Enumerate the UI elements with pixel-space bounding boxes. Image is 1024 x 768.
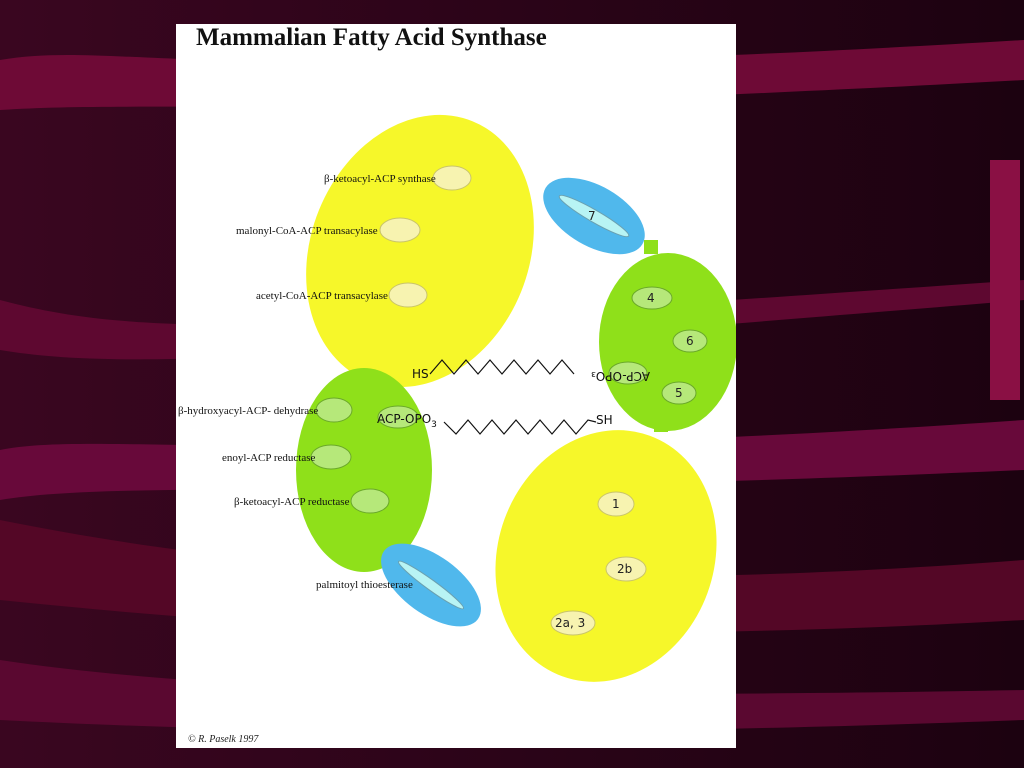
acp-number: 7 <box>588 209 596 223</box>
site-ellipse <box>605 556 647 582</box>
site-label-thioesterase: palmitoyl thioesterase <box>316 579 413 591</box>
subscript: 3 <box>431 420 437 430</box>
site-number: 2a, 3 <box>555 616 585 630</box>
right-green-domain <box>599 253 736 431</box>
site-number: 4 <box>647 291 655 305</box>
site-ellipse <box>379 217 421 243</box>
site-ellipse <box>315 397 353 423</box>
site-number: 6 <box>686 334 694 348</box>
site-ellipse <box>310 444 352 470</box>
slide-page: β-ketoacyl-ACP synthase malonyl-CoA-ACP … <box>176 24 736 748</box>
fatty-acid-synthase-diagram: β-ketoacyl-ACP synthase malonyl-CoA-ACP … <box>178 114 736 682</box>
chain-upper <box>429 359 575 375</box>
acp-core <box>558 194 630 238</box>
right-yellow-domain <box>495 430 717 682</box>
chain-upper-start: HS <box>412 367 429 381</box>
dehydrase-reductase-domain <box>296 368 432 572</box>
site-label-ketoacyl-reductase: β-ketoacyl-ACP reductase <box>234 496 350 508</box>
site-number: 1 <box>612 497 620 511</box>
site-ellipse <box>661 381 697 405</box>
site-label-malonyl-transacylase: malonyl-CoA-ACP transacylase <box>236 225 378 237</box>
chain-lower-start: ACP-OPO3 <box>377 412 437 430</box>
site-label-ketoacyl-synthase: β-ketoacyl-ACP synthase <box>324 173 436 185</box>
site-label-acetyl-transacylase: acetyl-CoA-ACP transacylase <box>256 290 388 302</box>
site-ellipse <box>631 286 673 310</box>
site-label-enoyl-reductase: enoyl-ACP reductase <box>222 452 315 464</box>
site-number: 5 <box>675 386 683 400</box>
site-number: 2b <box>617 562 632 576</box>
site-ellipse <box>608 361 648 385</box>
ketoacyl-synthase-domain <box>306 114 534 388</box>
site-ellipse <box>388 282 428 308</box>
ribbon <box>990 160 1020 400</box>
chain-lower <box>443 419 597 435</box>
site-ellipse <box>672 329 708 353</box>
site-ellipse <box>597 491 635 517</box>
chain-upper-end: ACP-OPO₃ <box>591 369 650 383</box>
copyright-note: © R. Paselk 1997 <box>188 734 259 745</box>
slide-title: Mammalian Fatty Acid Synthase <box>196 24 547 51</box>
chain-lower-end: SH <box>596 413 613 427</box>
site-ellipse <box>432 165 472 191</box>
site-ellipse <box>350 488 390 514</box>
site-label-hydroxyacyl-dehydrase: β-hydroxyacyl-ACP- dehydrase <box>178 405 318 417</box>
site-ellipse <box>377 405 419 429</box>
thioesterase-core <box>398 560 464 610</box>
site-ellipse <box>550 610 596 636</box>
hinge <box>644 240 658 254</box>
